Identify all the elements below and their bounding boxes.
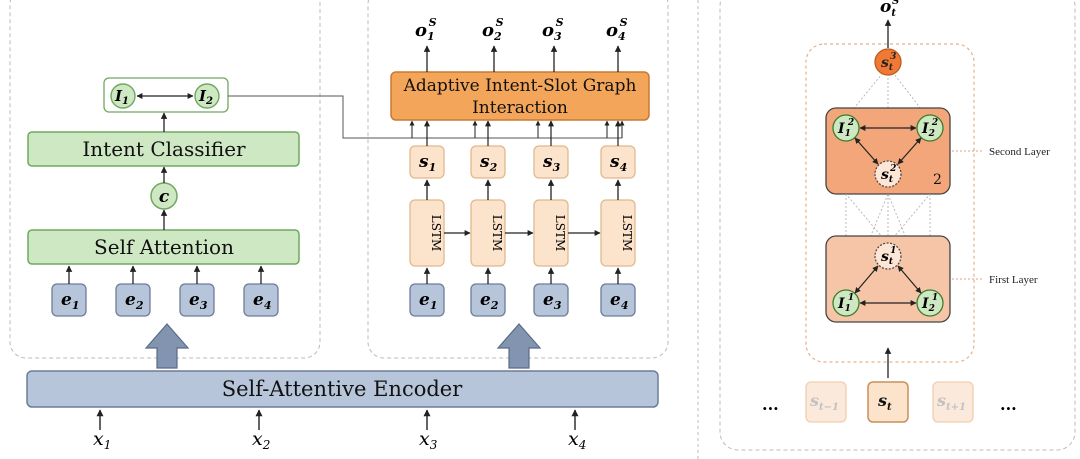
intent-to-graph-connector xyxy=(228,95,622,139)
svg-text:st1: st1 xyxy=(881,246,896,267)
graph-detail-panel xyxy=(719,0,1076,451)
output-o4: o4S xyxy=(606,16,628,43)
graph-interaction-label-2: Interaction xyxy=(472,98,568,118)
svg-text:s1: s1 xyxy=(418,152,436,174)
sequence-prev-state xyxy=(805,381,847,423)
sequence-current-state xyxy=(867,381,909,423)
lstm-cells: LSTM LSTM LSTM LSTM xyxy=(409,179,636,267)
first-layer-label: First Layer xyxy=(989,274,1038,286)
graph-interaction-box xyxy=(390,71,650,121)
svg-text:I2: I2 xyxy=(198,87,213,107)
slot-states: s1 s2 s3 s4 xyxy=(409,120,636,179)
input-tokens: x1 x2 x3 x4 xyxy=(93,409,586,452)
lstm-label-2: LSTM xyxy=(490,215,504,251)
output-o2: o2S xyxy=(482,16,504,43)
connector-arrowheads xyxy=(409,120,625,138)
layer2-intent-1 xyxy=(832,114,860,142)
input-x4: x4 xyxy=(568,428,586,452)
layer2-edges xyxy=(854,125,922,165)
svg-text:I12: I12 xyxy=(837,118,854,139)
svg-text:st2: st2 xyxy=(881,164,896,185)
input-x1: x1 xyxy=(93,428,111,452)
output-o1: o1S xyxy=(415,16,437,43)
svg-text:e2: e2 xyxy=(480,290,499,312)
svg-text:s4: s4 xyxy=(609,152,627,174)
svg-text:s3: s3 xyxy=(542,152,561,174)
input-x3: x3 xyxy=(419,428,438,452)
graph-interaction-label-1: Adaptive Intent-Slot Graph xyxy=(403,76,637,96)
lstm-label-3: LSTM xyxy=(553,215,567,251)
slot-embeddings: e1 e2 e3 e4 xyxy=(409,267,636,317)
intent-panel xyxy=(9,0,321,359)
svg-text:st−1: st−1 xyxy=(809,391,839,413)
lstm-label-4: LSTM xyxy=(620,215,634,251)
svg-text:st: st xyxy=(877,391,892,413)
svg-text:e3: e3 xyxy=(189,290,208,312)
svg-text:e1: e1 xyxy=(61,290,79,312)
svg-text:e1: e1 xyxy=(419,290,437,312)
graph-output-label: otS xyxy=(880,0,899,19)
svg-text:I11: I11 xyxy=(837,293,854,314)
input-x2: x2 xyxy=(252,428,270,452)
svg-text:I21: I21 xyxy=(921,293,938,314)
intent-node-2 xyxy=(194,83,220,109)
svg-text:e4: e4 xyxy=(253,290,271,312)
context-label: c xyxy=(159,187,170,207)
encoder-label: Self-Attentive Encoder xyxy=(222,377,464,401)
layer2-intent-2 xyxy=(916,114,944,142)
self-attention-label: Self Attention xyxy=(94,235,234,259)
svg-text:I22: I22 xyxy=(921,118,938,139)
svg-text:s2: s2 xyxy=(479,152,498,174)
svg-text:I1: I1 xyxy=(114,87,129,107)
sequence-ellipsis-left: ... xyxy=(762,395,779,414)
graph-stack-frame xyxy=(805,43,975,363)
output-o3: o3S xyxy=(542,16,564,43)
lstm-label-1: LSTM xyxy=(429,215,443,251)
encoder-box xyxy=(26,370,659,408)
layer1-intent-1 xyxy=(832,289,860,317)
svg-text:st+1: st+1 xyxy=(936,391,966,413)
sequence-ellipsis-right: ... xyxy=(1000,395,1017,414)
block-arrow-intent xyxy=(144,323,190,369)
second-layer-label: Second Layer xyxy=(989,146,1050,158)
svg-text:e3: e3 xyxy=(543,290,562,312)
top-slot-node xyxy=(874,48,902,76)
intent-embeddings: e1 e2 e3 e4 xyxy=(51,265,279,317)
block-arrow-slot xyxy=(496,323,542,369)
sequence-next-state xyxy=(932,381,974,423)
svg-text:st3: st3 xyxy=(881,52,896,73)
second-layer-number: 2 xyxy=(933,172,942,188)
layer1-edges xyxy=(854,265,922,306)
layer2-slot xyxy=(874,160,902,188)
svg-text:e4: e4 xyxy=(610,290,628,312)
intent-classifier-label: Intent Classifier xyxy=(82,137,246,161)
layer1-slot xyxy=(874,242,902,270)
layer1-intent-2 xyxy=(916,289,944,317)
svg-text:e2: e2 xyxy=(125,290,144,312)
intent-node-1 xyxy=(110,83,136,109)
slot-outputs: o1S o2S o3S o4S xyxy=(415,16,628,72)
